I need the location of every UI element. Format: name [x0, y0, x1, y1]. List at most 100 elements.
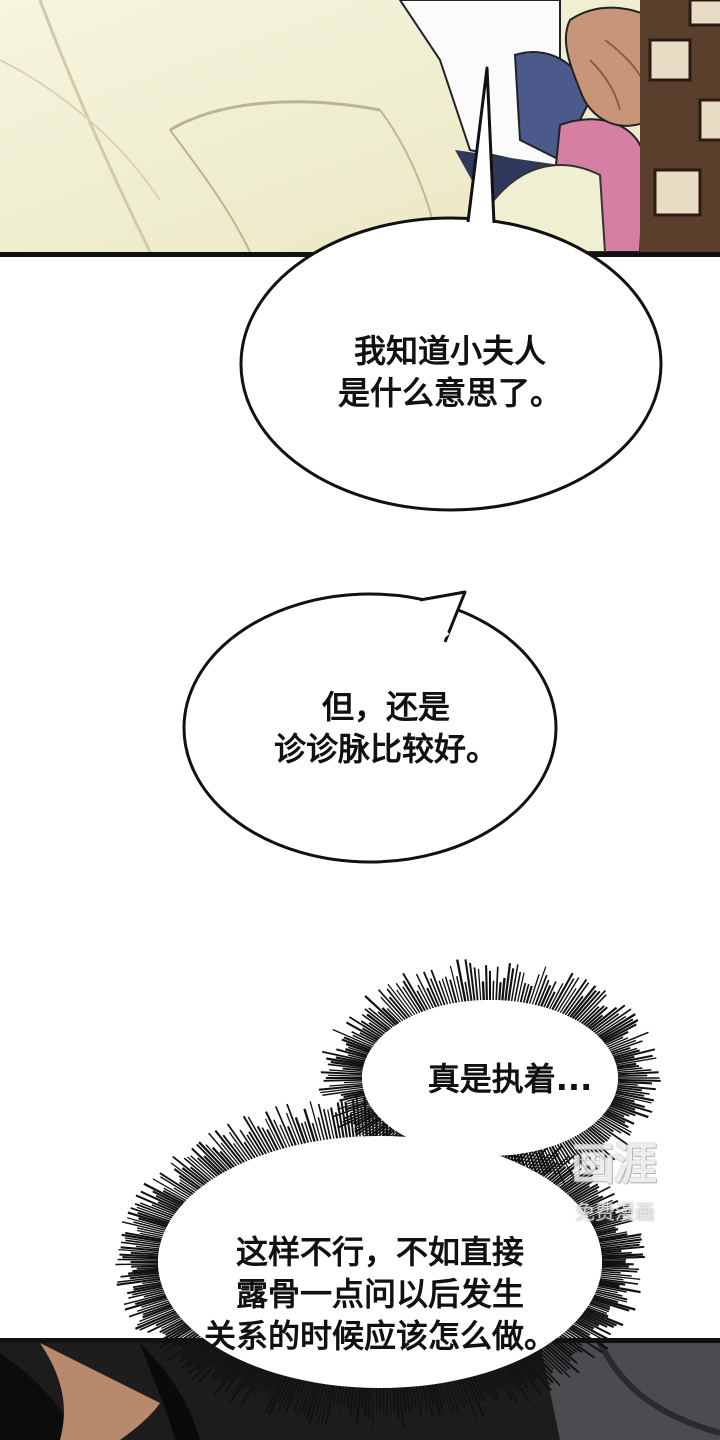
- bubble-spike: [220, 1358, 240, 1382]
- bubble-spike: [560, 1171, 587, 1191]
- bubble-spike: [137, 1211, 170, 1225]
- bubble-spike: [388, 996, 409, 1020]
- bubble-spike: [522, 1149, 538, 1167]
- bubble-spike: [129, 1274, 160, 1280]
- bubble-spike: [550, 1157, 582, 1183]
- bubble-spike: [170, 1162, 203, 1187]
- bubble-spike: [361, 1014, 387, 1033]
- bubble-spike: [196, 1157, 218, 1177]
- bubble-spike: [544, 1345, 571, 1370]
- bubble-spike: [179, 1178, 197, 1192]
- bubble-spike: [541, 1161, 559, 1178]
- bubble-spike: [226, 1123, 253, 1160]
- bubble-spike: [355, 1094, 361, 1137]
- bubble-spike: [484, 1372, 500, 1399]
- bubble-spike: [542, 1347, 568, 1371]
- bubble-spike: [208, 1351, 225, 1368]
- bubble-spike: [594, 1293, 627, 1303]
- bubble-spike: [211, 1354, 233, 1378]
- bubble-spike: [598, 1283, 641, 1294]
- bubble-spike: [327, 1109, 335, 1139]
- bubble-spike: [317, 1103, 329, 1140]
- bubble-spike: [532, 1352, 554, 1374]
- bubble-spike: [583, 1005, 605, 1026]
- bubble-spike: [214, 1353, 230, 1370]
- bubble-spike: [449, 979, 458, 1003]
- bubble-spike: [155, 1323, 189, 1345]
- bubble-spike: [534, 974, 548, 1006]
- bubble-spike: [426, 987, 437, 1008]
- bubble-spike: [343, 1091, 365, 1099]
- bubble-spike: [242, 1115, 267, 1155]
- bubble-spike: [364, 995, 398, 1026]
- bubble-spike: [198, 1141, 228, 1172]
- bubble-spike: [537, 1349, 563, 1375]
- bubble-spike: [389, 1387, 392, 1417]
- bubble-spike: [247, 1367, 262, 1388]
- bubble-spike: [554, 978, 575, 1012]
- bubble-spike: [322, 1109, 332, 1140]
- bubble-spike: [392, 1387, 396, 1412]
- bubble-spike: [604, 1111, 626, 1124]
- bubble-spike: [213, 1359, 243, 1396]
- bubble-spike: [135, 1245, 160, 1250]
- bubble-spike: [125, 1231, 162, 1241]
- bubble-spike: [387, 983, 413, 1017]
- bubble-spike: [571, 1324, 591, 1337]
- bubble-spike: [343, 1036, 372, 1050]
- bubble-spike: [142, 1303, 172, 1316]
- bubble-spike: [277, 1377, 294, 1412]
- bubble-spike: [598, 1281, 620, 1288]
- bubble-spike: [351, 1031, 376, 1045]
- watermark-subtitle: 免费漫画: [575, 1200, 655, 1224]
- bubble-spike: [267, 1375, 288, 1416]
- bubble-spike: [559, 1173, 580, 1189]
- bubble-spike: [596, 1230, 617, 1237]
- bubble-spike: [612, 1047, 638, 1057]
- bubble-spike: [576, 1319, 595, 1330]
- bubble-spike: [554, 1144, 578, 1183]
- bubble-spike: [552, 1339, 573, 1357]
- bubble-spike: [525, 985, 533, 1004]
- bubble-spike: [190, 1155, 216, 1179]
- bubble-spike: [597, 1287, 619, 1294]
- bubble-spike: [585, 1006, 608, 1028]
- bubble-spike: [598, 1233, 628, 1241]
- bubble-spike: [583, 1130, 616, 1161]
- bubble-spike: [131, 1264, 159, 1268]
- bubble-spike: [589, 1211, 616, 1223]
- bubble-spike: [601, 1253, 644, 1258]
- bubble-spike: [600, 1274, 641, 1280]
- bubble-spike: [251, 1369, 267, 1395]
- bubble-spike: [115, 1263, 159, 1266]
- bubble-spike: [473, 967, 479, 1001]
- bubble-spike: [601, 1019, 639, 1042]
- bubble-2-line-2: 诊诊脉比较好。: [273, 730, 498, 768]
- bubble-spike: [460, 1378, 478, 1419]
- bubble-spike: [377, 1011, 395, 1027]
- bubble-spike: [318, 1084, 363, 1091]
- bubble-spike: [197, 1352, 228, 1384]
- bubble-spike: [124, 1237, 161, 1244]
- bubble-spike: [587, 1305, 608, 1315]
- bubble-spike: [582, 1202, 600, 1212]
- bubble-spike: [597, 1285, 627, 1293]
- bubble-spike: [330, 1107, 339, 1139]
- bubble-spike: [143, 1182, 184, 1205]
- bubble-spike: [613, 1097, 645, 1109]
- bubble-spike: [300, 1381, 313, 1413]
- bubble-spike: [611, 1101, 636, 1111]
- bubble-spike: [136, 1309, 175, 1326]
- bubble-spike: [405, 1386, 411, 1414]
- bubble-spike: [181, 1167, 206, 1186]
- bubble-spike: [428, 1384, 436, 1406]
- bubble-spike: [613, 1049, 640, 1059]
- bubble-spike: [481, 981, 485, 1001]
- bubble-spike: [121, 1221, 165, 1233]
- bubble-spike: [339, 1093, 366, 1102]
- bubble-spike: [576, 989, 606, 1022]
- bubble-spike: [328, 1074, 363, 1077]
- bubble-spike: [329, 1083, 363, 1087]
- bubble-spike: [366, 1013, 390, 1032]
- bubble-spike: [323, 1078, 363, 1082]
